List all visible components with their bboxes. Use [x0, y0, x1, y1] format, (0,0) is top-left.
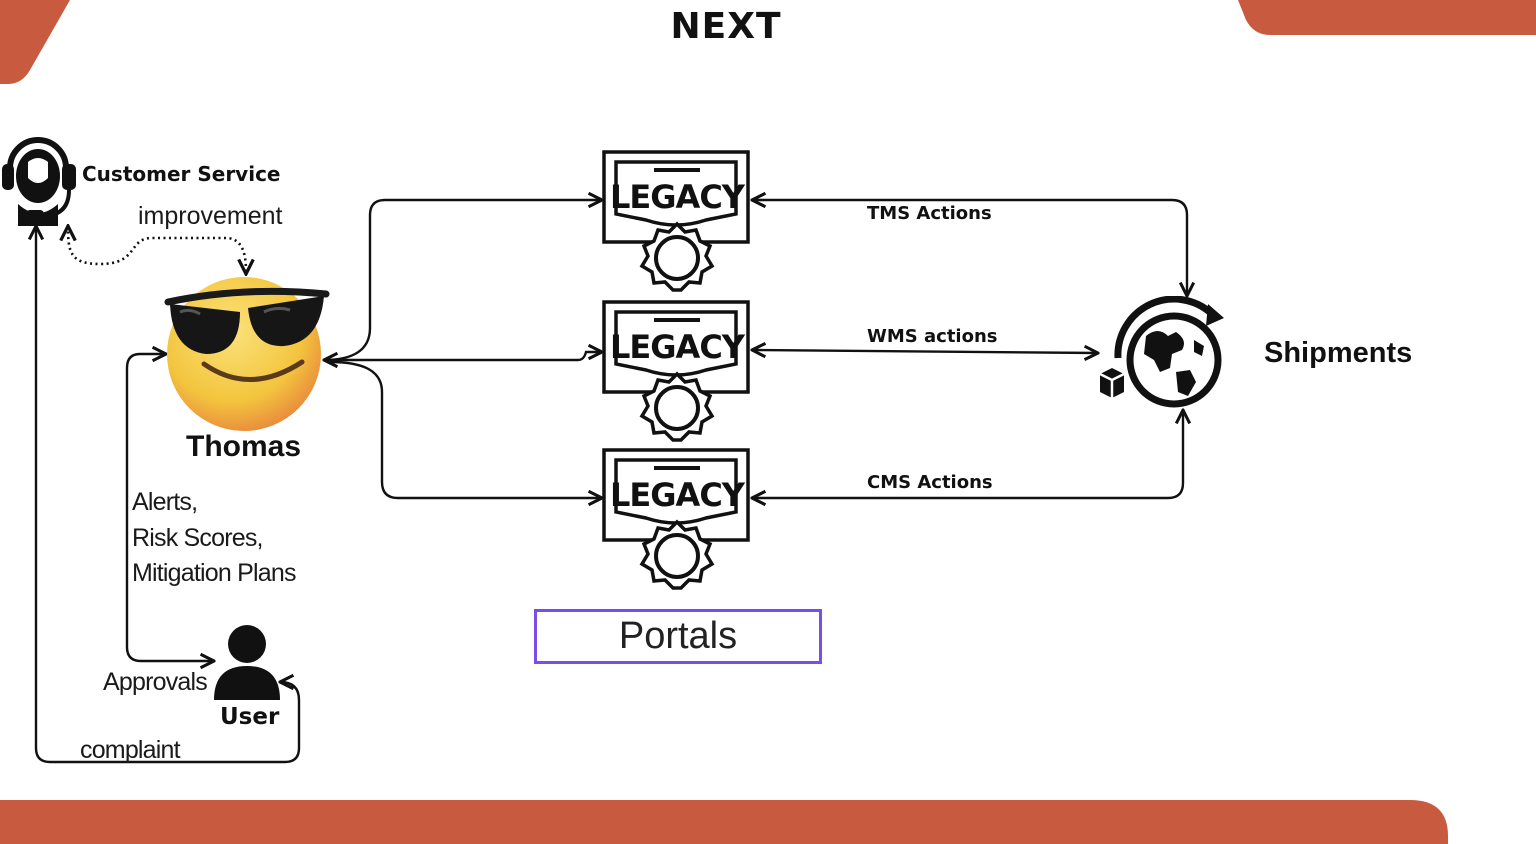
legacy-system-wms-icon: LEGACY	[602, 300, 750, 442]
arrow-wms-actions	[752, 350, 1098, 353]
output-mitigation-plans: Mitigation Plans	[132, 559, 296, 587]
arrow-thomas-to-wms	[330, 352, 602, 362]
bottom-accent-bar	[0, 800, 1448, 844]
arrow-improvement	[68, 226, 246, 274]
arrow-complaint-loop	[36, 226, 301, 764]
legacy-system-tms-icon: LEGACY	[602, 150, 750, 292]
output-risk-scores: Risk Scores,	[132, 524, 264, 552]
headset-agent-icon	[2, 137, 76, 226]
tms-actions-label: TMS Actions	[867, 203, 992, 224]
page-title: NEXT	[670, 6, 782, 47]
wms-actions-label: WMS actions	[867, 326, 998, 347]
approvals-label: Approvals	[103, 668, 208, 696]
cms-actions-label: CMS Actions	[867, 472, 993, 493]
portals-group-label: Portals	[534, 609, 822, 664]
complaint-label: complaint	[80, 736, 181, 764]
arrow-thomas-to-tms	[324, 200, 602, 360]
svg-text:LEGACY: LEGACY	[610, 476, 746, 514]
corner-accent-top-left	[0, 0, 70, 84]
svg-text:LEGACY: LEGACY	[610, 178, 746, 216]
arrow-thomas-to-cms	[329, 360, 602, 498]
sunglasses-emoji-icon	[164, 277, 330, 431]
customer-service-label: Customer Service	[82, 162, 281, 186]
user-label: User	[220, 704, 280, 730]
shipments-label: Shipments	[1264, 337, 1413, 369]
arrow-cms-actions	[752, 410, 1183, 498]
legacy-system-cms-icon: LEGACY	[602, 448, 750, 590]
improvement-label: improvement	[138, 202, 283, 230]
svg-text:LEGACY: LEGACY	[610, 328, 746, 366]
thomas-label: Thomas	[186, 430, 302, 463]
arrow-tms-actions	[752, 200, 1187, 296]
output-alerts: Alerts,	[132, 488, 198, 516]
corner-accent-top-right	[1238, 0, 1536, 35]
globe-shipment-icon	[1099, 296, 1224, 408]
user-icon	[214, 625, 280, 700]
